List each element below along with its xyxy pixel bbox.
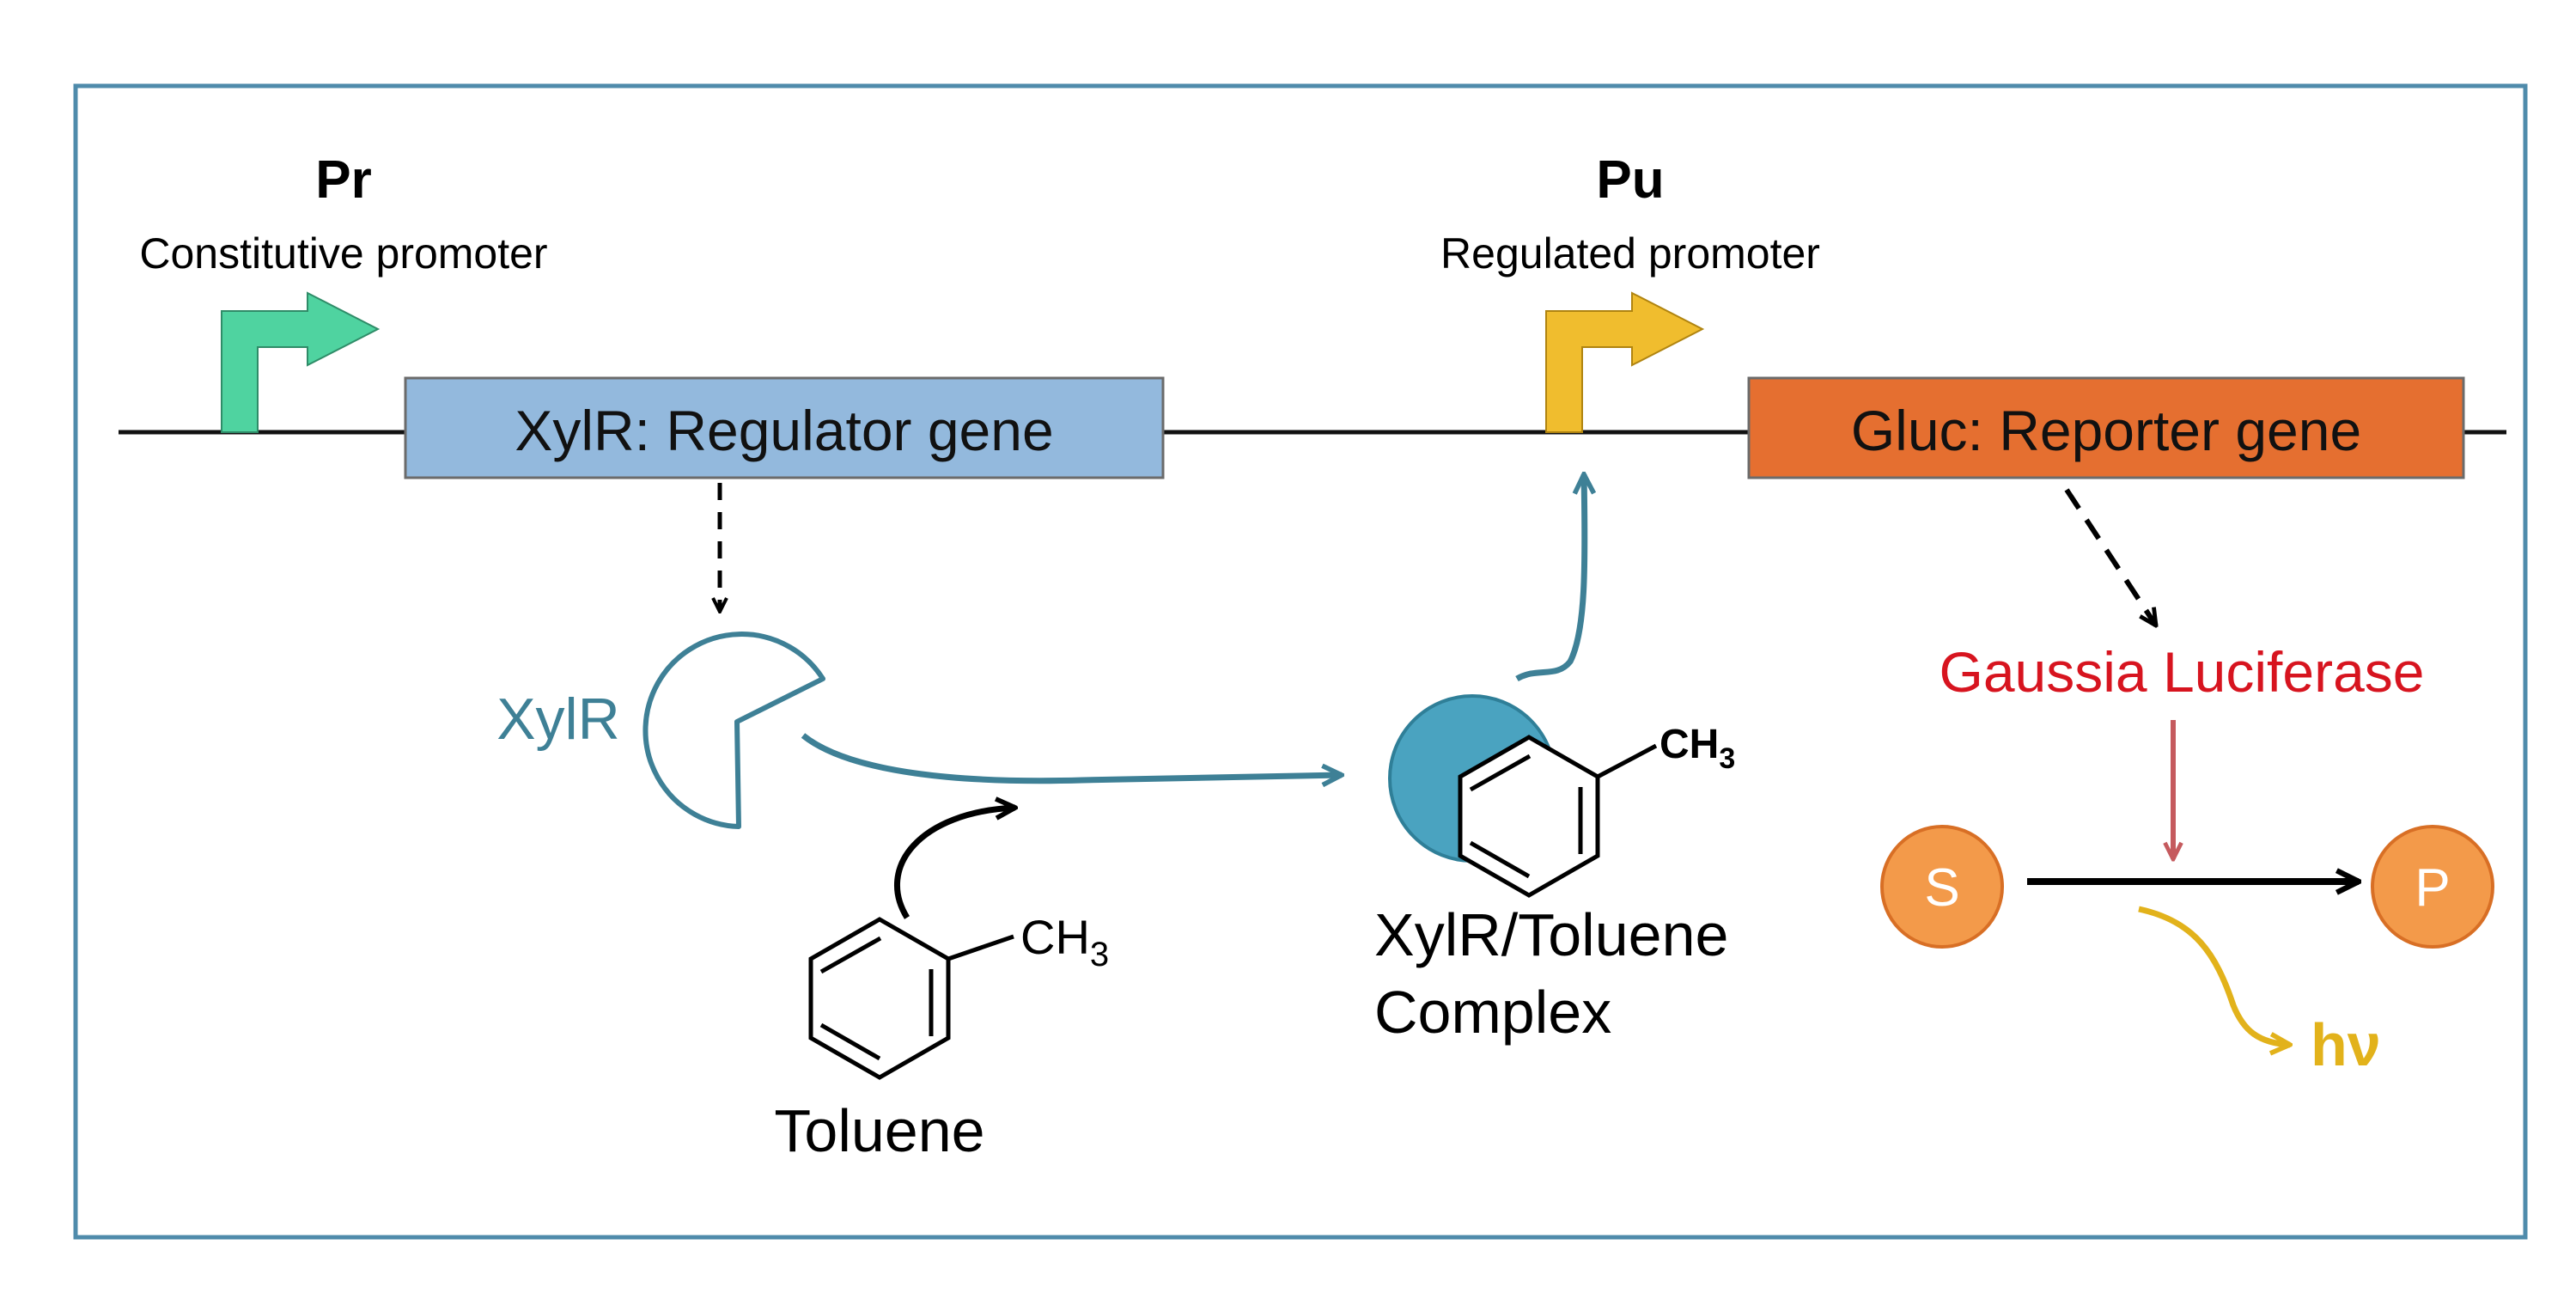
substrate-label: S bbox=[1924, 858, 1959, 918]
diagram-frame bbox=[73, 83, 2528, 1240]
complex-methyl-label: CH3 bbox=[1659, 722, 1735, 775]
reporter-gene: Gluc: Reporter gene bbox=[1747, 376, 2465, 479]
light-emission-arrow bbox=[2138, 906, 2290, 1045]
product-node bbox=[2371, 825, 2494, 949]
light-label: hν bbox=[2311, 1011, 2381, 1078]
product-label: P bbox=[2415, 858, 2450, 918]
regulator-gene: XylR: Regulator gene bbox=[404, 376, 1165, 479]
complex-inner-bond bbox=[1469, 840, 1531, 879]
complex-label-line1: XylR/Toluene bbox=[1374, 901, 1728, 968]
pr-promoter-description: Constitutive promoter bbox=[139, 229, 547, 278]
pu-promoter-name: Pu bbox=[1596, 150, 1664, 210]
pr-promoter: Pr Constitutive promoter bbox=[139, 150, 548, 433]
toluene-inner-bond bbox=[819, 1022, 881, 1061]
xylr-protein: XylR bbox=[496, 632, 825, 829]
pu-promoter: Pu Regulated promoter bbox=[1440, 150, 1820, 433]
xylr-toluene-complex: CH3 XylR/Toluene Complex bbox=[1374, 694, 1735, 1046]
xylr-label: XylR bbox=[496, 687, 620, 752]
luciferase-reaction: Gaussia Luciferase S P hν bbox=[1880, 640, 2494, 1078]
complex-inner-bond bbox=[1469, 754, 1532, 792]
reporter-expression-arrow bbox=[2064, 488, 2156, 625]
pu-promoter-arrow-icon bbox=[1545, 291, 1705, 433]
xylr-protein-icon bbox=[642, 632, 825, 829]
pr-promoter-name: Pr bbox=[315, 150, 371, 210]
regulator-gene-label: XylR: Regulator gene bbox=[515, 399, 1053, 462]
complex-methyl-bond bbox=[1596, 743, 1658, 779]
pr-promoter-arrow-icon bbox=[221, 291, 381, 433]
pu-promoter-description: Regulated promoter bbox=[1440, 229, 1820, 278]
enzyme-label: Gaussia Luciferase bbox=[1940, 640, 2425, 704]
xylr-binding-arrow bbox=[801, 733, 1342, 781]
reporter-gene-label: Gluc: Reporter gene bbox=[1851, 399, 2361, 462]
toluene-methyl-bond bbox=[947, 934, 1014, 961]
toluene-methyl-label: CH3 bbox=[1020, 910, 1109, 973]
toluene-inner-bond bbox=[819, 936, 882, 974]
toluene-label: Toluene bbox=[774, 1097, 984, 1164]
complex-activation-arrow bbox=[1515, 474, 1585, 682]
substrate-node bbox=[1880, 825, 2004, 949]
toluene-molecule: CH3 Toluene bbox=[774, 910, 1109, 1164]
regulator-gene-box bbox=[404, 376, 1165, 479]
complex-label-line2: Complex bbox=[1374, 979, 1611, 1046]
toluene-binding-arrow bbox=[894, 808, 1015, 919]
reporter-gene-box bbox=[1747, 376, 2465, 479]
toluene-benzene-ring-icon bbox=[808, 917, 951, 1080]
